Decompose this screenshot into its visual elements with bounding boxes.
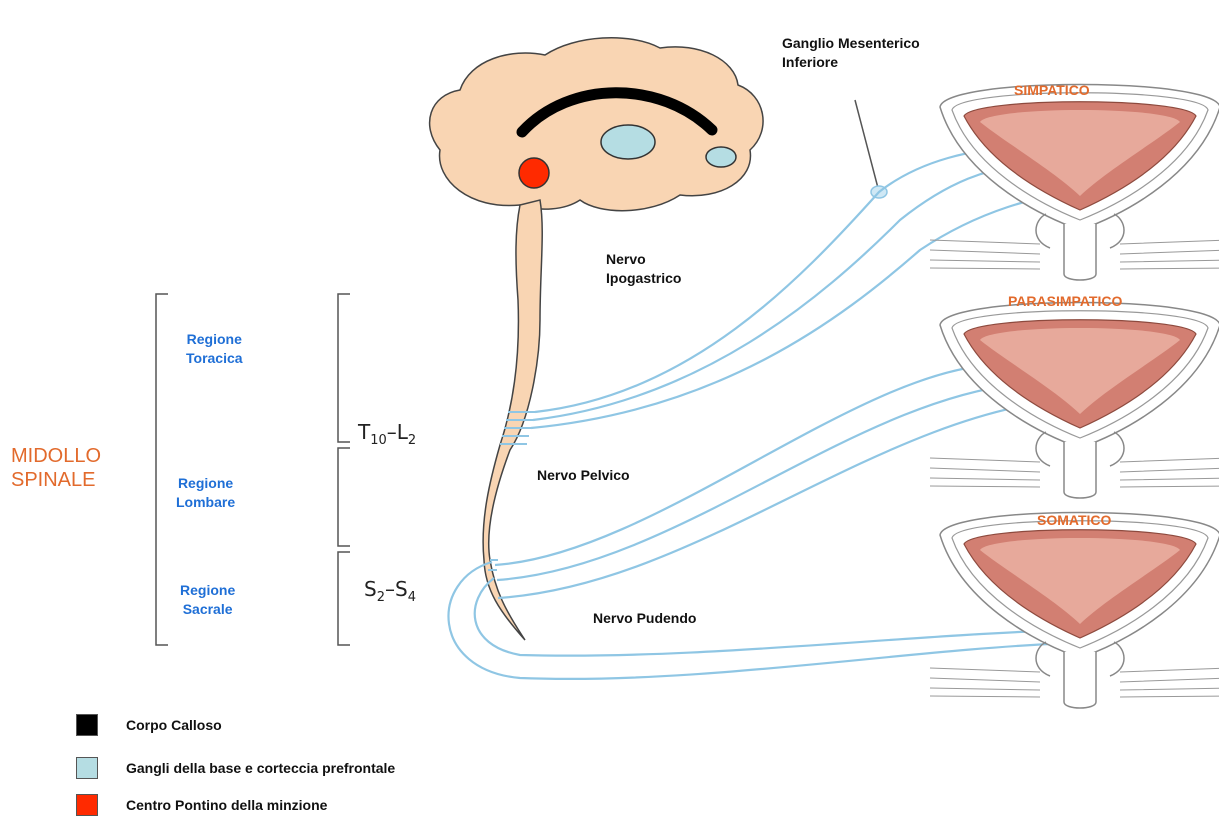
nervo-pudendo-label: Nervo Pudendo	[593, 609, 696, 628]
seg-s2-sub: 2	[377, 590, 385, 605]
ganglio-label-line2: Inferiore	[782, 53, 920, 72]
segment-s2-s4-label: S2–S4	[364, 577, 416, 605]
segment-bracket-lombare	[338, 448, 350, 546]
legend-label-centro-pontino: Centro Pontino della minzione	[126, 797, 327, 813]
seg-l-letter: L	[397, 420, 408, 444]
regione-sacrale-line2: Sacrale	[180, 600, 235, 619]
regione-sacrale-label: Regione Sacrale	[180, 581, 235, 619]
regione-toracica-line2: Toracica	[186, 349, 243, 368]
legend-swatch-black	[76, 714, 98, 736]
regione-lombare-label: Regione Lombare	[176, 474, 235, 512]
ganglio-label-line1: Ganglio Mesenterico	[782, 34, 920, 53]
ganglion-pointer-line	[855, 100, 878, 188]
seg-s4-letter: S	[395, 577, 408, 601]
legend-swatch-red	[76, 794, 98, 816]
ganglio-mesenterico-label: Ganglio Mesenterico Inferiore	[782, 34, 920, 72]
nervo-ipogastrico-line1: Nervo	[606, 250, 681, 269]
legend-label-corpo-calloso: Corpo Calloso	[126, 717, 222, 733]
midollo-line1: MIDOLLO	[11, 444, 101, 468]
segment-bracket-sacrale	[338, 552, 350, 645]
segment-bracket-toracica	[338, 294, 350, 442]
midollo-line2: SPINALE	[11, 468, 101, 492]
seg-s4-sub: 4	[408, 590, 416, 605]
midollo-spinale-label: MIDOLLO SPINALE	[11, 444, 101, 492]
bladder-simpatico	[930, 85, 1219, 281]
bladder-somatico	[930, 513, 1219, 709]
bladder-parasimpatico	[930, 303, 1219, 499]
seg-t-sub: 10	[370, 433, 387, 448]
seg-l-sub: 2	[408, 433, 416, 448]
regione-toracica-line1: Regione	[186, 330, 243, 349]
legend-item-gangli: Gangli della base e corteccia prefrontal…	[76, 757, 395, 779]
parasimpatico-heading: PARASIMPATICO	[1008, 293, 1122, 309]
seg-s2-letter: S	[364, 577, 377, 601]
pontine-micturition-center	[519, 158, 549, 188]
simpatico-heading: SIMPATICO	[1014, 82, 1090, 98]
prefrontal-cortex-small	[706, 147, 736, 167]
regione-toracica-label: Regione Toracica	[186, 330, 243, 368]
legend-item-corpo-calloso: Corpo Calloso	[76, 714, 222, 736]
regione-sacrale-line1: Regione	[180, 581, 235, 600]
legend-label-gangli: Gangli della base e corteccia prefrontal…	[126, 760, 395, 776]
seg-t-letter: T	[358, 420, 370, 444]
somatico-heading: SOMATICO	[1037, 512, 1111, 528]
legend-swatch-lightblue	[76, 757, 98, 779]
seg-t-dash: –	[387, 420, 397, 444]
nervo-ipogastrico-label: Nervo Ipogastrico	[606, 250, 681, 288]
segment-t10-l2-label: T10–L2	[358, 420, 416, 448]
legend-item-centro-pontino: Centro Pontino della minzione	[76, 794, 327, 816]
basal-ganglia-large	[601, 125, 655, 159]
region-bracket-left	[156, 294, 168, 645]
regione-lombare-line2: Lombare	[176, 493, 235, 512]
regione-lombare-line1: Regione	[176, 474, 235, 493]
nervo-ipogastrico-line2: Ipogastrico	[606, 269, 681, 288]
seg-s-dash: –	[385, 577, 395, 601]
nervo-pelvico-label: Nervo Pelvico	[537, 466, 630, 485]
